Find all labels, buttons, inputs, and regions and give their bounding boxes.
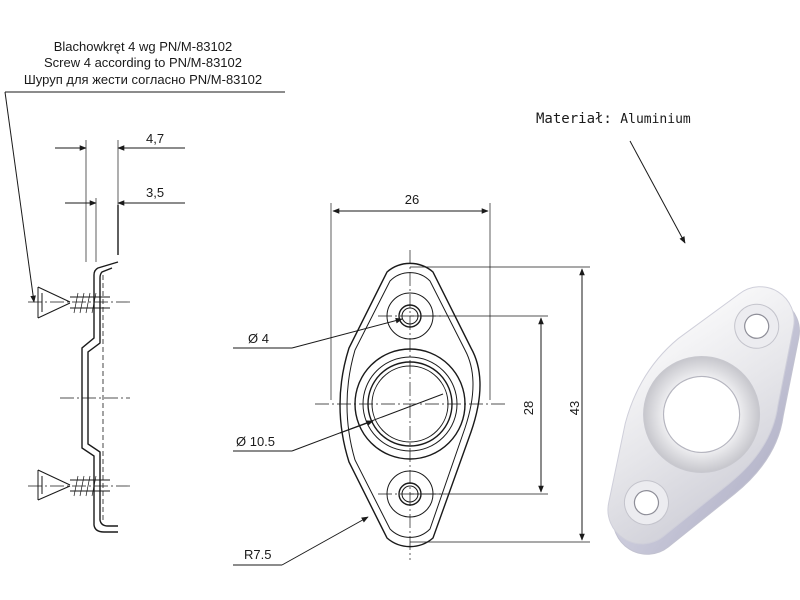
screw-head [37,286,71,319]
material-label-key: Materiał: [536,111,612,127]
bracket-outline [339,262,481,548]
dimension-height: 43 [567,401,582,415]
screw-thread [73,292,97,314]
upper-hole [744,313,770,339]
callout-small-hole: Ø 4 [248,331,269,346]
screw-note: Blachowkręt 4 wg PN/M-83102 Screw 4 acco… [4,39,285,303]
screw-note-leader [4,91,36,303]
dimension-hole-spacing: 28 [521,401,536,415]
callout-leader [339,420,374,434]
dimension-thickness-total: 4,7 [146,131,164,146]
material-leader [629,140,686,244]
callout-center-hole: Ø 10.5 [236,434,275,449]
callout-radius: R7.5 [244,547,271,562]
screw-note-russian: Шуруп для жести согласно PN/M-83102 [24,72,262,87]
screw-note-polish: Blachowkręt 4 wg PN/M-83102 [54,39,232,54]
screw-note-english: Screw 4 according to PN/M-83102 [44,55,242,70]
bracket-inner-outline [346,272,474,538]
side-view: 4,7 3,5 [28,131,185,533]
callout-leader [291,317,403,349]
screw-head [37,469,71,501]
front-view: 26 43 28 Ø 4 [233,192,590,566]
lower-hole [633,490,660,516]
upper-screw [28,286,130,319]
dimension-thickness-plate: 3,5 [146,185,164,200]
callout-leader [281,516,369,566]
isometric-view [607,286,800,555]
dimension-width: 26 [405,192,419,207]
material-label: Materiał: Aluminium [536,111,691,127]
material-value: Aluminium [620,112,691,127]
lower-screw [28,469,130,501]
center-hole [662,375,741,454]
material-note: Materiał: Aluminium [536,111,691,244]
